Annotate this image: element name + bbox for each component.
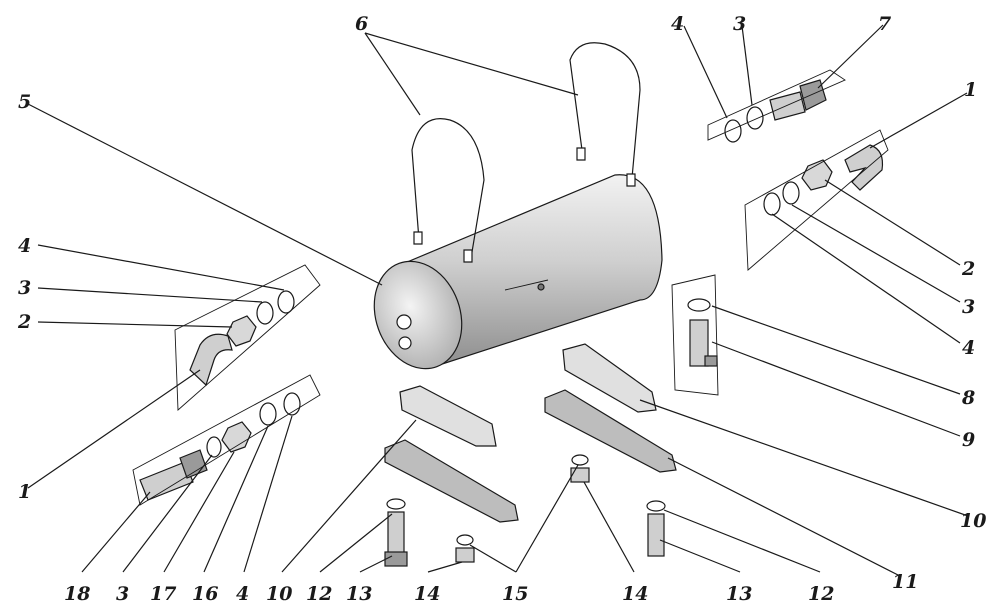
u-bolt-left [411,118,485,263]
elbow-fitting-right [844,144,884,191]
washer-3-lower [206,436,222,458]
callout-4-right: 4 [962,337,975,359]
washer-4-top [724,119,742,143]
callout-18: 18 [64,583,90,605]
callout-1-right: 1 [964,79,977,101]
callout-14-left: 14 [414,583,440,605]
callout-4-bottom: 4 [236,583,249,605]
callout-11: 11 [892,571,918,593]
bracket-upper-right [707,69,846,141]
callout-7: 7 [878,13,891,35]
washer-3-left [256,301,274,325]
nut-left [226,315,257,347]
nut-14-15-right [570,454,590,483]
callout-9: 9 [962,429,975,451]
callout-3-right: 3 [962,296,975,318]
support-left [399,385,497,447]
nut-14-15-left [455,534,475,563]
washer-4-right [763,192,781,216]
callout-13-right: 13 [726,583,752,605]
callout-4-top: 4 [671,13,684,35]
bracket-tee [671,274,719,396]
callout-1-left: 1 [18,481,31,503]
callout-4-left: 4 [18,235,31,257]
callout-13-left: 13 [346,583,372,605]
tee-fitting [687,298,718,367]
callout-2-right: 2 [961,258,975,280]
callout-10-right: 10 [960,510,986,532]
callout-16: 16 [192,583,218,605]
callout-3-bottom: 3 [116,583,129,605]
strap-left [384,439,519,523]
callout-12-right: 12 [808,583,834,605]
strap-right [544,389,677,473]
callout-17: 17 [150,583,176,605]
washer-4-left [277,290,295,314]
callout-10-left: 10 [266,583,292,605]
callout-3-top: 3 [733,13,746,35]
bracket-left [174,264,321,411]
air-tank [373,174,663,370]
leader-lines [27,24,969,577]
washer-3-right [782,181,800,205]
callout-labels: 6 4 3 7 5 1 4 3 2 2 3 4 8 9 1 10 11 18 3… [17,13,986,605]
washer-3-top [746,106,764,130]
callout-2-left: 2 [17,311,31,333]
drain-plug [769,79,827,121]
bolt-12-13-left [384,498,408,567]
u-bolt-right [569,42,641,187]
washer-16 [259,402,277,426]
bracket-right [744,129,889,271]
callout-8: 8 [961,387,975,409]
callout-15: 15 [502,583,528,605]
callout-14-right: 14 [622,583,648,605]
callout-12-left: 12 [306,583,332,605]
callout-3-left: 3 [18,277,31,299]
nut-right [801,159,833,191]
bracket-lower-left [132,374,321,506]
callout-5: 5 [18,91,31,113]
elbow-fitting-left [189,333,233,387]
support-right [562,343,657,413]
fitting-17 [221,421,252,453]
callout-6: 6 [355,13,368,35]
bolt-12-13-right [646,500,666,557]
